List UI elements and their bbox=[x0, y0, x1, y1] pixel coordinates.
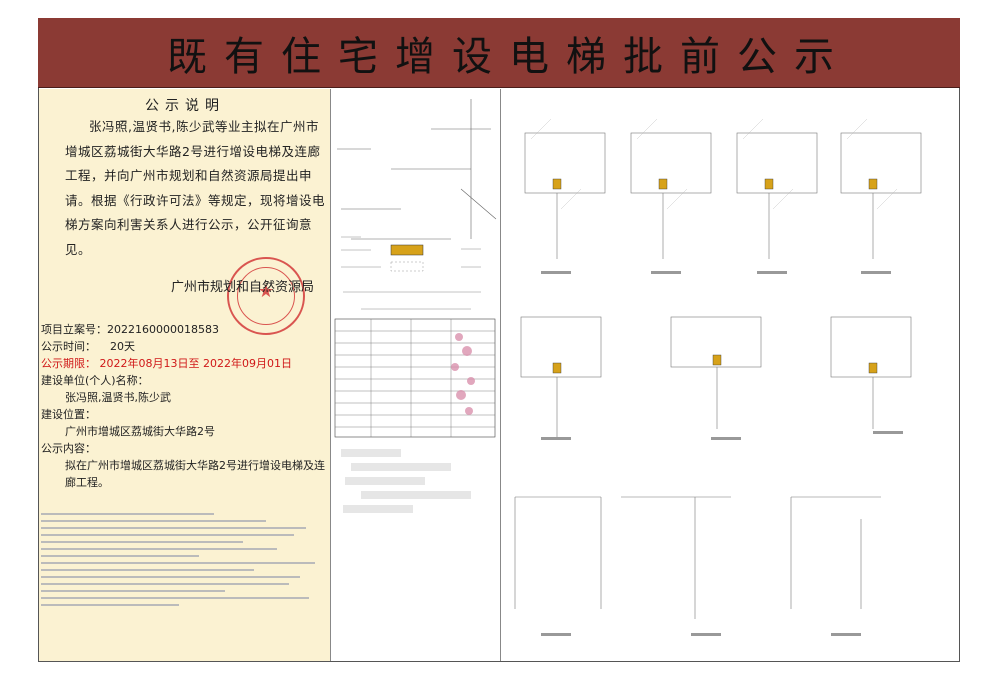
site-plan-panel bbox=[331, 89, 501, 661]
dates-row: 公示期限： 2022年08月13日至 2022年09月01日 bbox=[41, 355, 292, 371]
project-number-label: 项目立案号： bbox=[41, 323, 107, 336]
location-label: 建设位置： bbox=[41, 408, 96, 421]
dates-value: 2022年08月13日至 2022年09月01日 bbox=[99, 357, 292, 370]
floor-plans-drawing bbox=[514, 118, 922, 636]
dates-label: 公示期限： bbox=[41, 357, 96, 370]
notice-panel: 公示说明 张冯照,温贤书,陈少武等业主拟在广州市增城区荔城街大华路2号进行增设电… bbox=[39, 89, 331, 661]
banner: 既有住宅增设电梯批前公示 bbox=[38, 18, 960, 88]
banner-title: 既有住宅增设电梯批前公示 bbox=[167, 33, 851, 80]
official-seal-icon: ★ bbox=[227, 257, 305, 335]
floor-plans-panel bbox=[501, 89, 959, 661]
notice-heading: 公示说明 bbox=[145, 98, 225, 114]
period-row: 公示时间： 20天 bbox=[41, 338, 135, 354]
fine-print-notes bbox=[41, 509, 329, 611]
content-value: 拟在广州市增城区荔城街大华路2号进行增设电梯及连廊工程。 bbox=[65, 459, 325, 489]
site-plan-drawing bbox=[334, 99, 497, 513]
project-number-row: 项目立案号：2022160000018583 bbox=[41, 321, 219, 337]
project-number-value: 2022160000018583 bbox=[107, 323, 219, 336]
builder-value: 张冯照,温贤书,陈少武 bbox=[65, 391, 171, 404]
location-value: 广州市增城区荔城街大华路2号 bbox=[65, 425, 215, 438]
authority-name: 广州市规划和自然资源局 bbox=[171, 280, 315, 295]
content-label: 公示内容： bbox=[41, 442, 96, 455]
builder-label: 建设单位(个人)名称： bbox=[41, 374, 149, 387]
period-value: 20天 bbox=[110, 340, 135, 353]
notice-body: 张冯照,温贤书,陈少武等业主拟在广州市增城区荔城街大华路2号进行增设电梯及连廊工… bbox=[65, 119, 326, 257]
period-label: 公示时间： bbox=[41, 340, 96, 353]
